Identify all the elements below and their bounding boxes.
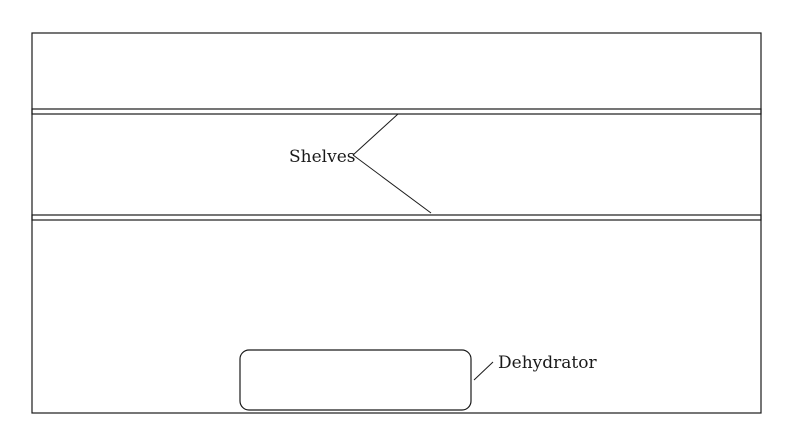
lower-shelf: [31, 214, 762, 221]
upper-shelf: [31, 108, 762, 115]
shelves-leader-upper: [352, 113, 399, 156]
shelves-leader-lower: [352, 154, 432, 214]
cabinet-outline: [31, 32, 762, 414]
dehydrator-box: [239, 349, 472, 411]
shelves-label: Shelves: [289, 147, 355, 167]
dehydrator-leader: [473, 361, 494, 381]
dehydrator-label: Dehydrator: [498, 353, 597, 373]
